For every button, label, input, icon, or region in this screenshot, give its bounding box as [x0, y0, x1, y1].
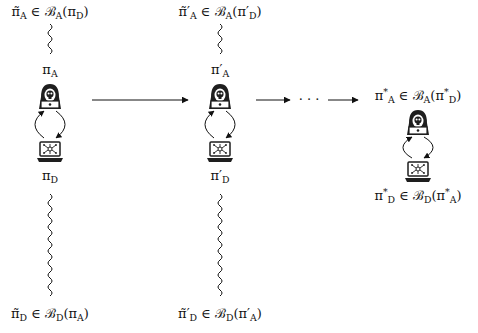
attacker-icon	[37, 83, 63, 109]
interaction-arrow	[56, 111, 65, 138]
interaction-arrow	[403, 137, 412, 158]
attacker-icon	[207, 83, 233, 109]
policy-label: π*A ∈ ℬA(π*D)	[373, 88, 463, 104]
iteration-arrow	[256, 100, 290, 101]
defender-node: π′D	[206, 140, 234, 184]
interaction-arrow	[35, 111, 44, 138]
attacker-node: π′A	[207, 62, 233, 109]
policy-label: πA	[40, 62, 59, 78]
wavy-line	[218, 24, 222, 54]
attacker-node: πA	[37, 62, 63, 109]
wavy-line	[48, 24, 52, 54]
defender-node: π*D ∈ ℬD(π*A)	[372, 160, 463, 204]
attacker-node: π*A ∈ ℬA(π*D)	[373, 88, 463, 135]
interaction-arrow	[205, 111, 214, 138]
attacker-icon	[405, 109, 431, 135]
wavy-line	[218, 194, 222, 296]
defender-node: πD	[36, 140, 64, 184]
iteration-arrow	[328, 100, 358, 101]
wavy-line	[48, 194, 52, 296]
best-response-label: π̃D ∈ ℬD(πA)	[9, 306, 91, 322]
computer-icon	[206, 140, 234, 164]
computer-icon	[404, 160, 432, 184]
ellipsis-label: · · ·	[297, 92, 322, 108]
interaction-arrow	[226, 111, 235, 138]
computer-icon	[36, 140, 64, 164]
policy-label: π′A	[209, 62, 231, 78]
best-response-label: π̃′A ∈ ℬA(π′D)	[176, 4, 263, 20]
best-response-label: π̃′D ∈ ℬD(π′A)	[176, 306, 264, 322]
policy-label: π*D ∈ ℬD(π*A)	[372, 188, 463, 204]
iteration-arrow	[92, 100, 188, 101]
interaction-arrow	[424, 137, 433, 158]
policy-label: π′D	[209, 168, 232, 184]
policy-label: πD	[40, 168, 60, 184]
best-response-label: π̃A ∈ ℬA(πD)	[9, 4, 90, 20]
